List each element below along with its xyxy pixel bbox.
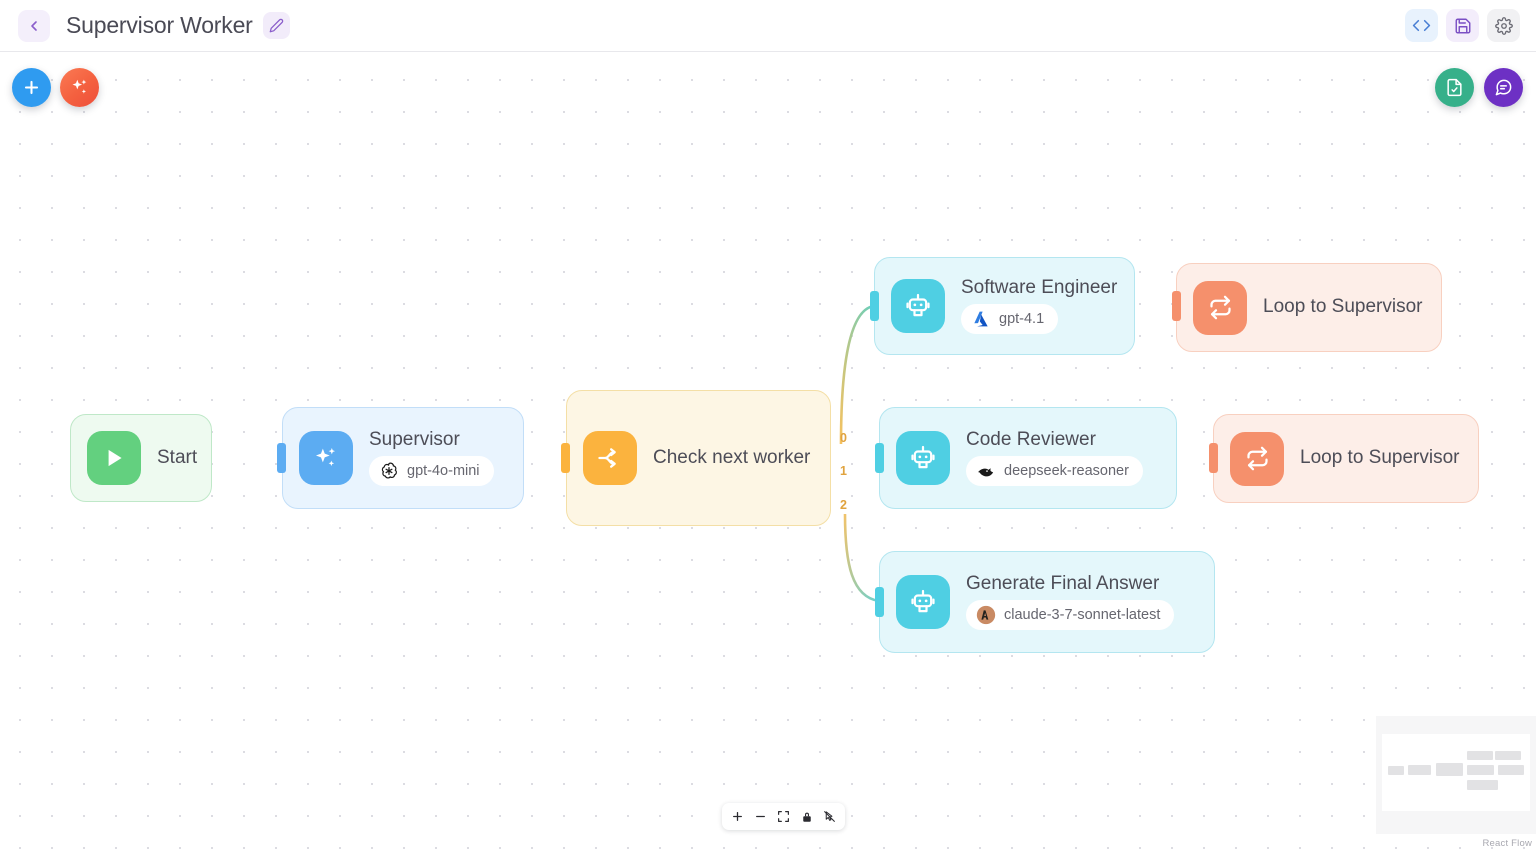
node-code-reviewer[interactable]: Code Reviewer deepseek-reasoner — [879, 407, 1177, 509]
ai-generate-button[interactable] — [60, 68, 99, 107]
notes-button[interactable] — [1435, 68, 1474, 107]
edges-layer — [212, 304, 1213, 603]
repeat-icon — [1193, 280, 1247, 335]
minimap-node — [1436, 763, 1463, 776]
app-header: Supervisor Worker — [0, 0, 1536, 52]
branch-label-2: 2 — [840, 498, 847, 512]
save-button[interactable] — [1446, 9, 1479, 42]
minimap-viewport — [1382, 734, 1530, 811]
back-button[interactable] — [18, 9, 50, 42]
robot-icon — [891, 279, 945, 333]
handle-code-reviewer-target[interactable] — [875, 443, 884, 473]
toggle-interactivity-button[interactable] — [819, 806, 840, 827]
node-software-engineer[interactable]: Software Engineer gpt-4.1 — [874, 257, 1135, 355]
node-title: Start — [157, 446, 198, 468]
add-node-button[interactable] — [12, 68, 51, 107]
node-title: Supervisor — [369, 428, 460, 450]
model-chip[interactable]: claude-3-7-sonnet-latest — [966, 600, 1175, 631]
model-chip[interactable]: deepseek-reasoner — [966, 456, 1143, 487]
model-name: gpt-4.1 — [999, 311, 1045, 328]
minimap-node — [1388, 766, 1404, 775]
deepseek-logo-icon — [978, 468, 994, 477]
sparkles-icon — [299, 431, 353, 485]
node-title: Code Reviewer — [966, 428, 1096, 450]
header-actions — [1405, 9, 1520, 42]
minimap[interactable] — [1376, 716, 1536, 834]
zoom-in-button[interactable] — [727, 806, 748, 827]
sparkles-icon — [72, 79, 87, 94]
pencil-icon — [269, 18, 283, 33]
settings-button[interactable] — [1487, 9, 1520, 42]
fit-screen-icon — [778, 811, 789, 822]
branch-icon — [583, 431, 637, 485]
model-name: claude-3-7-sonnet-latest — [1004, 607, 1161, 624]
lock-icon — [802, 812, 811, 822]
node-title: Generate Final Answer — [966, 572, 1160, 594]
minimap-node — [1498, 765, 1524, 775]
code-button[interactable] — [1405, 9, 1438, 42]
edge-check-to-software-engineer — [839, 304, 875, 445]
page-title: Supervisor Worker — [66, 12, 253, 38]
anthropic-logo-icon — [976, 606, 996, 625]
handle-loop-top-target[interactable] — [1172, 291, 1181, 321]
branch-label-0: 0 — [840, 431, 847, 445]
code-brackets-icon — [1412, 19, 1431, 32]
node-title: Check next worker — [653, 446, 811, 468]
node-loop-to-supervisor-mid[interactable]: Loop to Supervisor — [1213, 414, 1479, 503]
node-generate-final-answer[interactable]: Generate Final Answer claude-3-7-sonnet-… — [879, 551, 1215, 653]
minimap-node — [1467, 780, 1498, 790]
repeat-icon — [1230, 431, 1284, 486]
gear-icon — [1494, 16, 1513, 35]
edit-title-button[interactable] — [262, 12, 290, 39]
robot-icon — [896, 431, 950, 485]
robot-icon — [896, 575, 950, 629]
fit-view-button[interactable] — [773, 806, 794, 827]
model-chip[interactable]: gpt-4.1 — [961, 304, 1059, 335]
canvas-controls — [722, 803, 845, 830]
node-title: Software Engineer — [961, 276, 1118, 298]
play-icon — [87, 431, 141, 485]
node-check-next-worker[interactable]: Check next worker — [566, 390, 831, 526]
chevron-left-icon — [31, 20, 37, 31]
handle-supervisor-target[interactable] — [277, 443, 286, 473]
floppy-disk-icon — [1455, 18, 1470, 33]
model-chip[interactable]: gpt-4o-mini — [369, 456, 494, 487]
minimap-node — [1408, 765, 1431, 775]
openai-logo-icon — [381, 462, 397, 479]
minimap-node — [1495, 751, 1521, 760]
node-loop-to-supervisor-top[interactable]: Loop to Supervisor — [1176, 263, 1442, 352]
handle-check-target[interactable] — [561, 443, 570, 473]
react-flow-attribution[interactable]: React Flow — [1482, 838, 1532, 849]
node-supervisor[interactable]: Supervisor gpt-4o-mini — [282, 407, 524, 509]
zoom-out-button[interactable] — [750, 806, 771, 827]
chat-button[interactable] — [1484, 68, 1523, 107]
minimap-node — [1467, 765, 1494, 775]
node-start[interactable]: Start — [70, 414, 212, 502]
handle-generate-final-answer-target[interactable] — [875, 587, 884, 617]
model-name: deepseek-reasoner — [1004, 463, 1129, 480]
flow-canvas[interactable]: Start Supervisor gpt-4o-m — [0, 52, 1536, 852]
minus-icon — [756, 815, 765, 818]
cursor-disabled-icon — [824, 811, 835, 822]
minimap-node — [1467, 751, 1493, 760]
model-name: gpt-4o-mini — [407, 463, 480, 480]
plus-icon — [24, 80, 39, 95]
plus-icon — [733, 812, 742, 821]
node-title: Loop to Supervisor — [1263, 296, 1423, 318]
azure-logo-icon — [974, 312, 988, 327]
node-title: Loop to Supervisor — [1300, 447, 1460, 469]
handle-software-engineer-target[interactable] — [870, 291, 879, 321]
document-check-icon — [1447, 78, 1462, 97]
edge-check-to-generate-final-answer — [843, 513, 880, 603]
lock-button[interactable] — [796, 806, 817, 827]
branch-label-1: 1 — [840, 464, 847, 478]
chat-bubble-icon — [1495, 79, 1512, 96]
handle-loop-mid-target[interactable] — [1209, 443, 1218, 473]
